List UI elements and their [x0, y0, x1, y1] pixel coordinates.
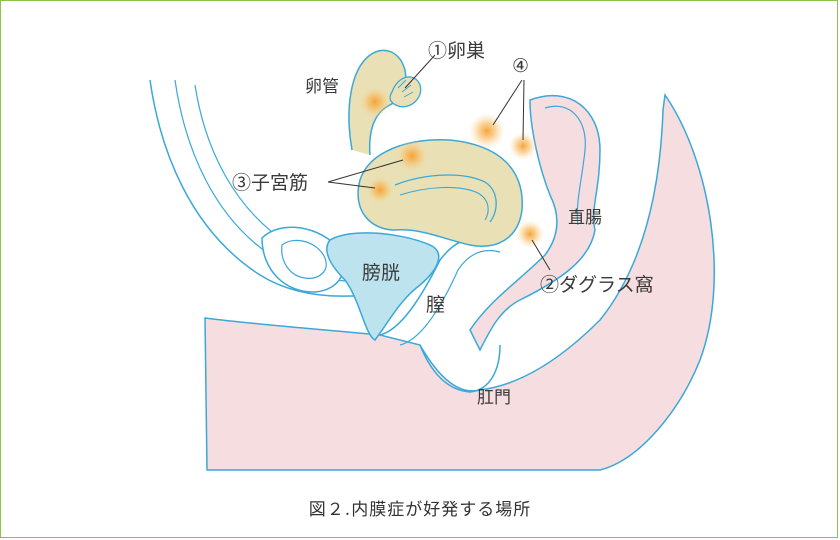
rectum — [469, 94, 601, 352]
label-uterus-muscle: ③子宮筋 — [232, 172, 309, 194]
leader-douglas — [531, 239, 551, 271]
label-vagina: 膣 — [426, 294, 446, 316]
uterus-cavity-2 — [399, 186, 489, 221]
lesion-uterus-a — [396, 140, 428, 172]
figure-caption: 図２.内膜症が好発する場所 — [308, 500, 532, 520]
label-rectum: 直腸 — [568, 208, 602, 228]
uterus-cavity — [394, 174, 497, 223]
rectum-inner — [544, 105, 586, 226]
uterus-body — [357, 139, 523, 247]
leader-uterus-b — [327, 181, 376, 189]
lesion-ovary — [359, 86, 391, 118]
leader-site4-b — [522, 79, 525, 141]
label-fallopian-tube: 卵管 — [305, 77, 339, 97]
label-anus: 肛門 — [477, 388, 511, 408]
label-site4: ④ — [512, 55, 530, 77]
lesion-site4-a — [469, 113, 505, 149]
lesion-site4-b — [509, 132, 537, 160]
vagina-canal-2 — [399, 249, 501, 346]
leader-uterus-a — [327, 159, 404, 183]
abdominal-wall-outer — [149, 79, 401, 297]
body-tissue — [204, 92, 715, 471]
pubic-bone-inner — [281, 239, 327, 279]
lesion-douglas — [516, 220, 544, 248]
anus-canal — [419, 344, 501, 393]
leader-ovary — [404, 54, 436, 89]
bladder-shape — [326, 232, 440, 341]
label-douglas-pouch: ②ダグラス窩 — [540, 274, 654, 296]
label-bladder: 膀胱 — [362, 262, 401, 284]
leader-site4-a — [492, 79, 523, 126]
lesion-uterus-b — [366, 176, 394, 204]
label-ovary: ①卵巣 — [428, 40, 486, 62]
pubic-bone — [261, 226, 345, 293]
fimbriae — [397, 79, 414, 98]
